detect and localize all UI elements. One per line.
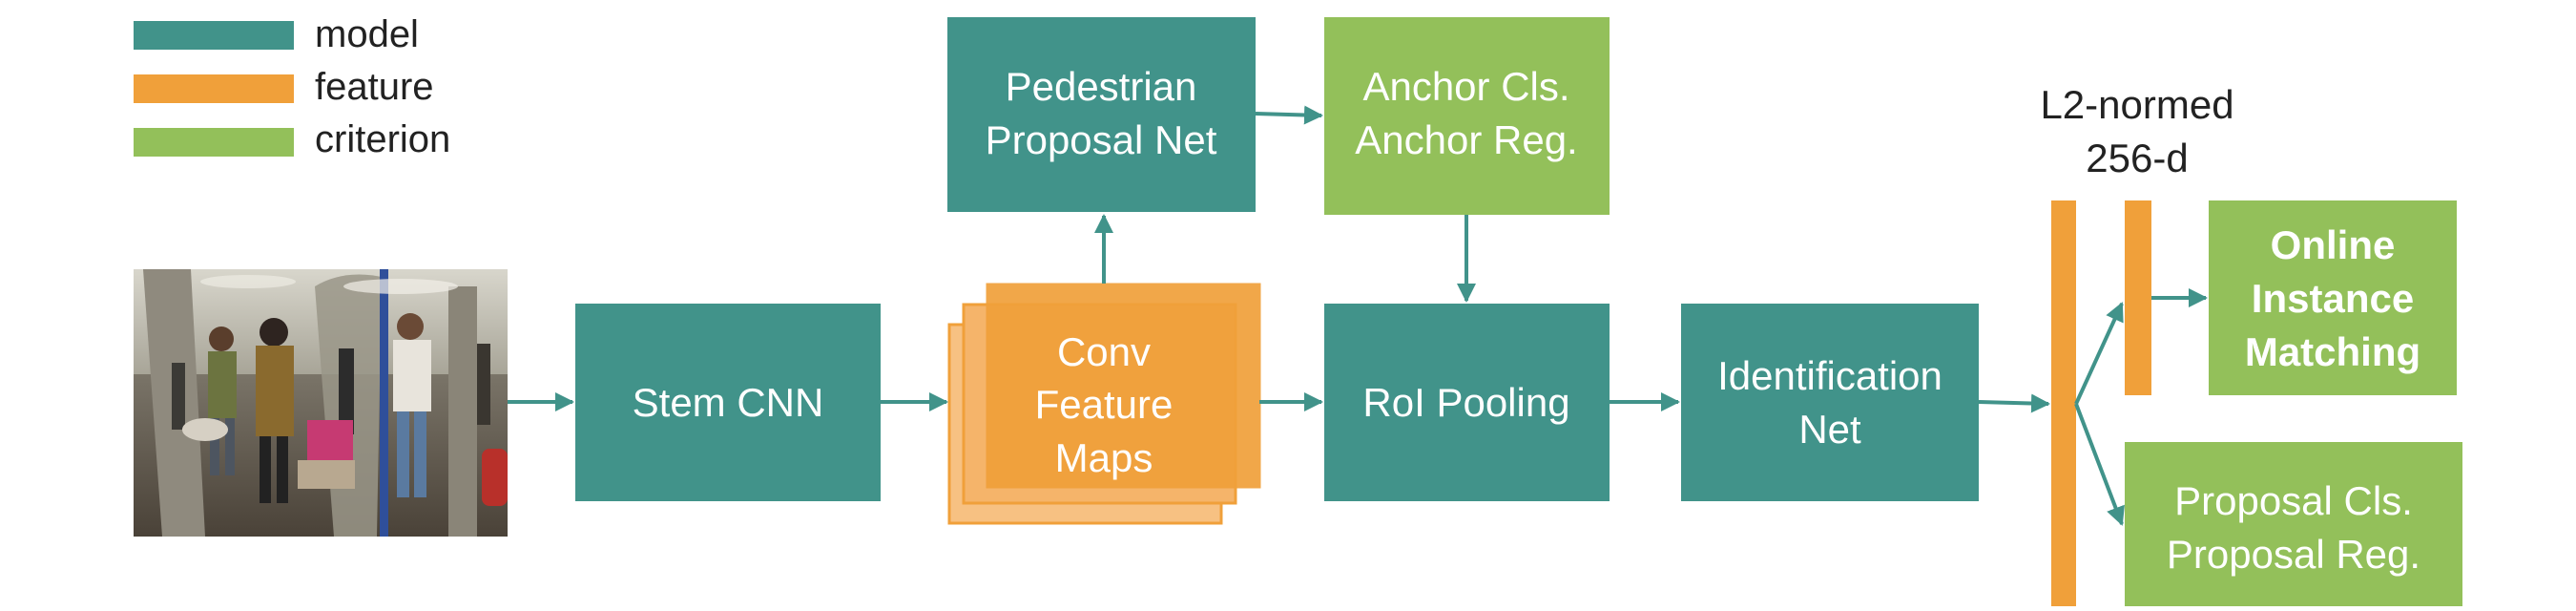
legend-swatch-feature bbox=[134, 74, 294, 103]
legend: model feature criterion bbox=[134, 13, 450, 160]
feature-vector-bar-normed bbox=[2125, 200, 2151, 395]
connectors bbox=[508, 105, 2208, 526]
stem-cnn-box: Stem CNN bbox=[575, 304, 881, 501]
roi-pooling-box: RoI Pooling bbox=[1324, 304, 1610, 501]
legend-label-model: model bbox=[315, 13, 419, 55]
conv-feature-maps-label-line2: Feature bbox=[1035, 382, 1174, 427]
proposal-loss-box: Proposal Cls. Proposal Reg. bbox=[2125, 442, 2462, 606]
legend-swatch-criterion bbox=[134, 128, 294, 157]
oim-label-line2: Instance bbox=[2252, 276, 2414, 321]
legend-swatch-model bbox=[134, 21, 294, 50]
anchor-loss-label-line2: Anchor Reg. bbox=[1355, 117, 1577, 162]
feature-label-line1: L2-normed bbox=[2040, 82, 2233, 127]
conv-feature-maps-box: Conv Feature Maps bbox=[947, 283, 1261, 525]
oim-label-line1: Online bbox=[2271, 222, 2396, 267]
arrow-feature-to-proposal-loss bbox=[2074, 403, 2125, 526]
legend-label-criterion: criterion bbox=[315, 118, 450, 160]
arrow-feature-to-normed bbox=[2074, 302, 2124, 405]
online-instance-matching-box: Online Instance Matching bbox=[2209, 200, 2457, 395]
legend-item-model: model bbox=[134, 13, 419, 55]
legend-item-feature: feature bbox=[134, 66, 434, 108]
feature-vector-bar-full bbox=[2051, 200, 2076, 606]
legend-item-criterion: criterion bbox=[134, 118, 450, 160]
identification-net-label-line1: Identification bbox=[1717, 353, 1942, 398]
oim-label-line3: Matching bbox=[2245, 329, 2420, 374]
legend-label-feature: feature bbox=[315, 66, 434, 108]
identification-net-box: Identification Net bbox=[1681, 304, 1979, 501]
conv-feature-maps-label-line1: Conv bbox=[1057, 329, 1151, 374]
proposal-loss-label-line2: Proposal Reg. bbox=[2167, 532, 2420, 577]
identification-net-label-line2: Net bbox=[1798, 407, 1861, 452]
pedestrian-proposal-net-label-line1: Pedestrian bbox=[1006, 64, 1197, 109]
arrow-idnet-to-feature bbox=[1978, 393, 2050, 413]
arrow-ppn-to-anchor-loss bbox=[1255, 105, 1323, 125]
roi-pooling-label: RoI Pooling bbox=[1362, 380, 1569, 425]
conv-feature-maps-label-line3: Maps bbox=[1055, 435, 1153, 480]
anchor-loss-label-line1: Anchor Cls. bbox=[1362, 64, 1569, 109]
pedestrian-proposal-net-box: Pedestrian Proposal Net bbox=[947, 17, 1256, 212]
proposal-loss-label-line1: Proposal Cls. bbox=[2174, 478, 2413, 523]
input-image bbox=[134, 269, 508, 537]
pedestrian-proposal-net-label-line2: Proposal Net bbox=[986, 117, 1217, 162]
feature-label-line2: 256-d bbox=[2086, 136, 2188, 180]
anchor-loss-box: Anchor Cls. Anchor Reg. bbox=[1324, 17, 1610, 215]
feature-dimension-label: L2-normed 256-d bbox=[2040, 82, 2233, 180]
stem-cnn-label: Stem CNN bbox=[633, 380, 824, 425]
